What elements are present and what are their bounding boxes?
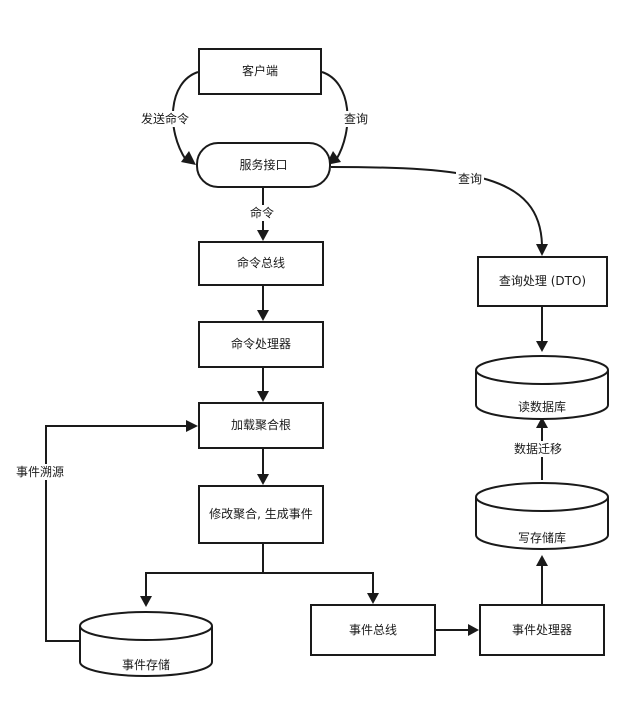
- arrowhead: [536, 417, 548, 428]
- service-interface-label: 服务接口: [239, 157, 288, 172]
- event-store-label: 事件存储: [122, 657, 170, 672]
- arrowhead: [257, 230, 269, 241]
- query-right-label: 查询: [456, 171, 485, 187]
- arrowhead: [257, 391, 269, 402]
- write-db-cylinder: 写存储库: [475, 482, 609, 550]
- arrowhead: [186, 420, 198, 432]
- data-migration-label: 数据迁移: [512, 441, 565, 457]
- event-handler-box[interactable]: 事件处理器: [479, 604, 605, 656]
- edge-query-service: [330, 166, 543, 246]
- query-left-label: 查询: [342, 111, 371, 127]
- edge-event-sourcing: [45, 425, 186, 642]
- load-aggregate-box[interactable]: 加载聚合根: [198, 402, 324, 449]
- event-bus-label: 事件总线: [348, 622, 397, 637]
- arrowhead: [367, 593, 379, 604]
- modify-aggregate-box[interactable]: 修改聚合, 生成事件: [198, 485, 324, 544]
- arrowhead: [536, 244, 548, 256]
- arrowhead: [257, 474, 269, 485]
- command-bus-box[interactable]: 命令总线: [198, 241, 324, 286]
- client-box[interactable]: 客户端: [198, 48, 322, 95]
- query-handler-box[interactable]: 查询处理 (DTO): [477, 256, 608, 307]
- arrowhead: [536, 555, 548, 566]
- command-edge-label: 命令: [248, 205, 277, 221]
- event-handler-label: 事件处理器: [511, 622, 572, 637]
- arrowhead: [257, 310, 269, 321]
- edge-query-client: [321, 71, 349, 161]
- read-db-label: 读数据库: [518, 399, 566, 414]
- edge-to-event-store: [145, 572, 263, 596]
- event-sourcing-label: 事件溯源: [14, 464, 67, 480]
- command-handler-box[interactable]: 命令处理器: [198, 321, 324, 368]
- event-store-cylinder: 事件存储: [79, 611, 213, 677]
- arrowhead: [468, 624, 479, 636]
- edge-send-command: [171, 71, 199, 161]
- command-handler-label: 命令处理器: [230, 337, 291, 351]
- arrowhead: [536, 341, 548, 352]
- load-aggregate-label: 加载聚合根: [230, 418, 291, 432]
- query-handler-label: 查询处理 (DTO): [498, 274, 587, 288]
- arrowhead: [181, 151, 196, 165]
- service-interface-box[interactable]: 服务接口: [196, 142, 331, 188]
- event-bus-box[interactable]: 事件总线: [310, 604, 436, 656]
- read-db-cylinder: 读数据库: [475, 355, 609, 420]
- send-command-label: 发送命令: [139, 111, 192, 127]
- command-bus-label: 命令总线: [236, 256, 285, 270]
- arrowhead: [140, 596, 152, 607]
- write-db-label: 写存储库: [518, 530, 566, 545]
- edge-to-event-bus: [263, 572, 374, 593]
- client-label: 客户端: [241, 64, 278, 78]
- modify-aggregate-label: 修改聚合, 生成事件: [209, 507, 313, 521]
